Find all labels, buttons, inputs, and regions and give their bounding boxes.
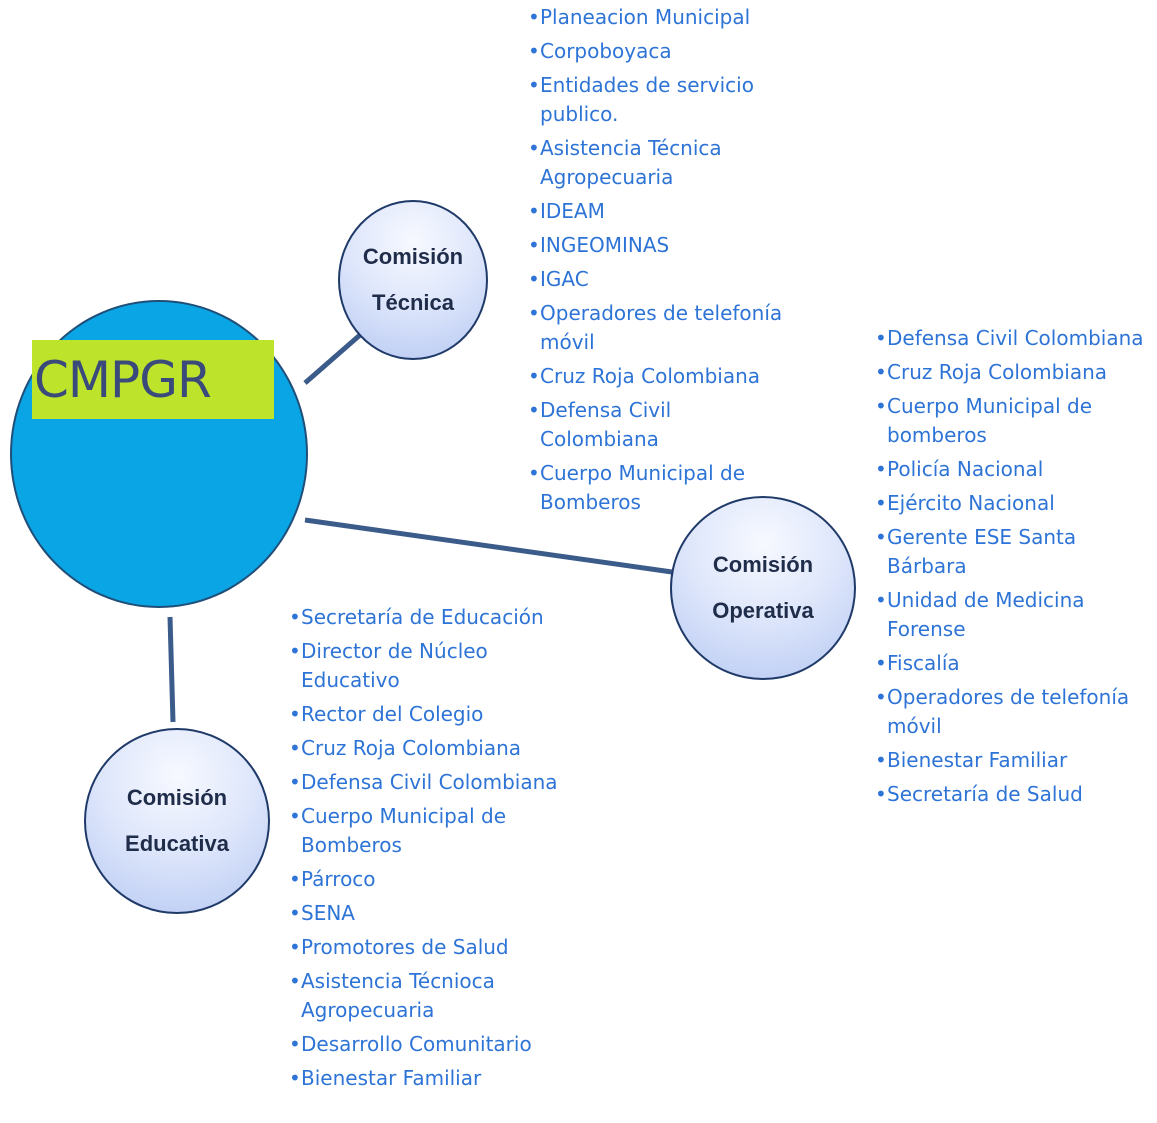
comision-operativa-label-line1: Comisión [712,552,814,577]
list-item: Cuerpo Municipal de bomberos [875,392,1157,450]
comision-tecnica-label-line2: Técnica [372,290,454,315]
list-item: Cruz Roja Colombiana [875,358,1157,387]
list-item: Fiscalía [875,649,1157,678]
list-item: Párroco [289,865,569,894]
list-item: Entidades de servicio publico. [528,71,790,129]
comision-tecnica-node: Comisión Técnica [338,200,488,360]
list-item: Cruz Roja Colombiana [289,734,569,763]
list-item: Director de Núcleo Educativo [289,637,569,695]
comision-operativa-label-line2: Operativa [712,598,814,623]
list-item: Policía Nacional [875,455,1157,484]
connector-operativa [304,517,673,575]
list-item: Asistencia Técnioca Agropecuaria [289,967,569,1025]
list-item: Defensa Civil Colombiana [528,396,790,454]
comision-operativa-node: Comisión Operativa [670,496,856,680]
list-item: SENA [289,899,569,928]
connector-educativa [167,616,176,723]
comision-operativa-members-list: Defensa Civil ColombianaCruz Roja Colomb… [875,324,1157,814]
comision-educativa-node: Comisión Educativa [84,728,270,914]
list-item: Cuerpo Municipal de Bomberos [289,802,569,860]
comision-educativa-label-line2: Educativa [125,831,229,856]
comision-tecnica-members-list: Planeacion Municipal Corpoboyaca Entidad… [528,3,790,522]
list-item: Ejército Nacional [875,489,1157,518]
list-item: Cruz Roja Colombiana [528,362,790,391]
comision-educativa-members-list: Secretaría de EducaciónDirector de Núcle… [289,603,569,1098]
list-item: Defensa Civil Colombiana [289,768,569,797]
connector-tecnica [303,333,362,385]
list-item: Bienestar Familiar [875,746,1157,775]
list-item: Desarrollo Comunitario [289,1030,569,1059]
list-item: Corpoboyaca [528,37,790,66]
list-item: Bienestar Familiar [289,1064,569,1093]
list-item: Gerente ESE Santa Bárbara [875,523,1157,581]
list-item: Unidad de Medicina Forense [875,586,1157,644]
list-item: Operadores de telefonía móvil [528,299,790,357]
list-item: Secretaría de Salud [875,780,1157,809]
list-item: INGEOMINAS [528,231,790,260]
comision-educativa-label-line1: Comisión [126,785,228,810]
cmpgr-logo-text: CMPGR [34,350,212,409]
list-item: Cuerpo Municipal de Bomberos [528,459,790,517]
comision-tecnica-label-line1: Comisión [362,244,464,269]
list-item: Planeacion Municipal [528,3,790,32]
list-item: IDEAM [528,197,790,226]
list-item: Secretaría de Educación [289,603,569,632]
cmpgr-logo: CMPGR [32,340,274,419]
list-item: Asistencia Técnica Agropecuaria [528,134,790,192]
list-item: Rector del Colegio [289,700,569,729]
list-item: IGAC [528,265,790,294]
list-item: Promotores de Salud [289,933,569,962]
list-item: Defensa Civil Colombiana [875,324,1157,353]
list-item: Operadores de telefonía móvil [875,683,1157,741]
